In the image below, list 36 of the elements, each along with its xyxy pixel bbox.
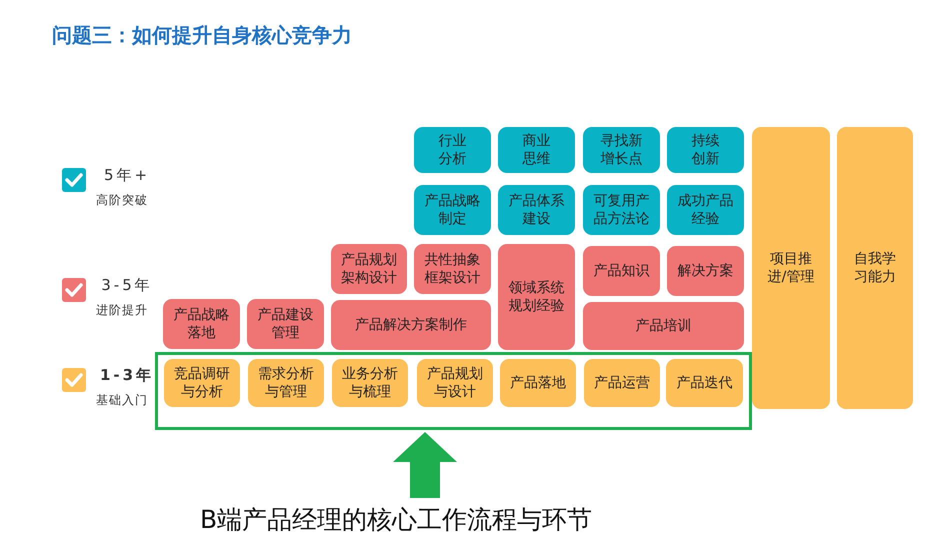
arrow <box>393 432 457 498</box>
skill-box: 产品解决方案制作 <box>331 300 491 350</box>
highlight-frame <box>155 352 752 430</box>
skill-box: 寻找新增长点 <box>583 127 660 173</box>
level-label: 1-3年 <box>100 366 154 385</box>
skill-box: 产品建设管理 <box>247 299 324 349</box>
skill-box: 需求分析与管理 <box>248 359 324 407</box>
level-label: 3-5年 <box>100 276 154 295</box>
level-label: 5年+ <box>102 166 152 185</box>
skill-box: 产品知识 <box>583 246 660 296</box>
skill-box: 产品战略制定 <box>414 185 491 235</box>
skill-box: 行业分析 <box>414 127 491 173</box>
skill-box: 产品培训 <box>583 302 744 350</box>
skill-box: 成功产品经验 <box>667 185 744 235</box>
level-caption: 进阶提升 <box>96 302 148 319</box>
skill-box: 产品战略落地 <box>163 299 240 349</box>
heading-text: B端产品经理的核心工作流程与环节 <box>180 500 612 540</box>
level-caption: 基础入门 <box>96 392 148 409</box>
skill-box: 产品规划架构设计 <box>331 244 407 294</box>
skill-box: 产品体系建设 <box>498 185 575 235</box>
skill-box: 解决方案 <box>667 246 744 296</box>
skill-box: 项目推进/管理 <box>752 127 830 409</box>
skill-box: 业务分析与梳理 <box>332 359 408 407</box>
skill-box: 持续创新 <box>667 127 744 173</box>
skill-box: 自我学习能力 <box>837 127 913 409</box>
skill-box: 可复用产品方法论 <box>583 185 660 235</box>
skill-box: 商业思维 <box>498 127 575 173</box>
skill-box: 产品运营 <box>584 359 660 407</box>
skill-box: 产品落地 <box>500 359 576 407</box>
skill-box: 共性抽象框架设计 <box>414 244 491 294</box>
skill-box: 竞品调研与分析 <box>164 359 240 407</box>
skill-box: 产品规划与设计 <box>417 359 493 407</box>
skill-box: 产品迭代 <box>666 359 743 407</box>
level-caption: 高阶突破 <box>96 192 148 209</box>
skill-box: 领域系统规划经验 <box>498 244 575 350</box>
title: 问题三：如何提升自身核心竞争力 <box>52 22 352 49</box>
